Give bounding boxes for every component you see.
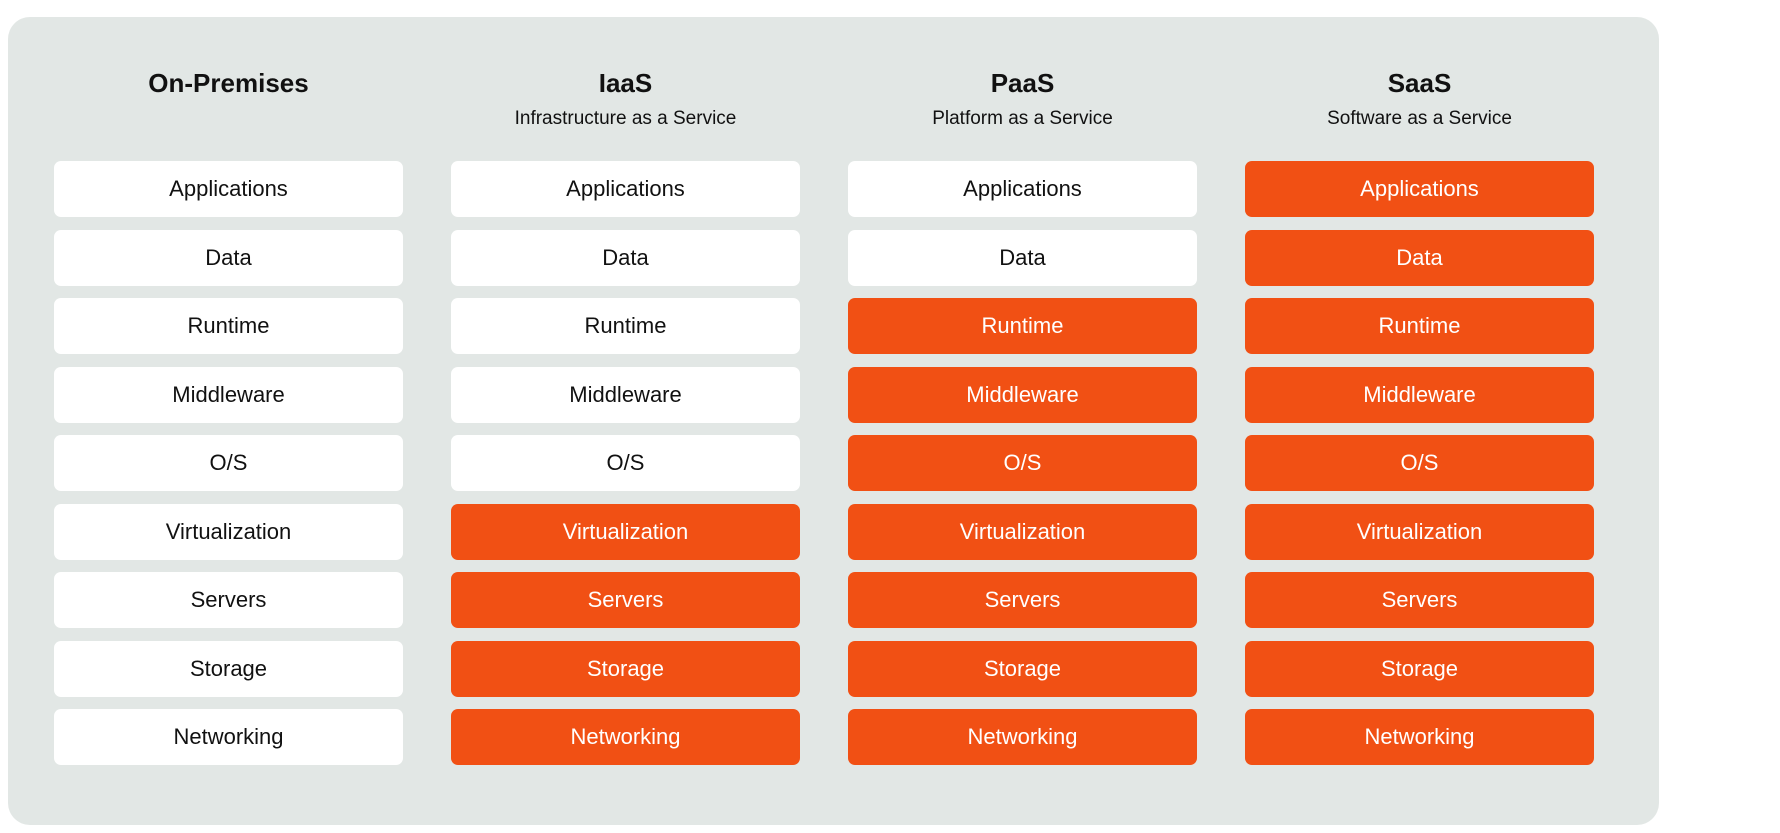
comparison-panel: On-Premises Applications Data Runtime Mi… <box>8 17 1659 825</box>
layer-networking: Networking <box>1245 709 1594 765</box>
layer-stack: Applications Data Runtime Middleware O/S… <box>451 161 800 778</box>
layer-servers: Servers <box>451 572 800 628</box>
layer-middleware: Middleware <box>1245 366 1594 423</box>
layer-runtime: Runtime <box>54 298 403 354</box>
layer-data: Data <box>54 229 403 286</box>
layer-os: O/S <box>848 435 1197 491</box>
column-title: SaaS <box>1387 68 1452 98</box>
layer-storage: Storage <box>1245 640 1594 697</box>
layer-data: Data <box>1245 229 1594 286</box>
layer-virtualization: Virtualization <box>451 503 800 560</box>
column-subtitle: Platform as a Service <box>932 108 1113 129</box>
layer-middleware: Middleware <box>54 366 403 423</box>
layer-networking: Networking <box>54 709 403 765</box>
layer-virtualization: Virtualization <box>848 503 1197 560</box>
layer-applications: Applications <box>451 161 800 217</box>
layer-networking: Networking <box>451 709 800 765</box>
layer-data: Data <box>451 229 800 286</box>
layer-virtualization: Virtualization <box>54 503 403 560</box>
layer-stack: Applications Data Runtime Middleware O/S… <box>848 161 1197 778</box>
layer-virtualization: Virtualization <box>1245 503 1594 560</box>
column-title: PaaS <box>990 68 1055 98</box>
layer-stack: Applications Data Runtime Middleware O/S… <box>54 161 403 778</box>
column-subtitle: Software as a Service <box>1327 108 1512 129</box>
layer-os: O/S <box>1245 435 1594 491</box>
layer-servers: Servers <box>1245 572 1594 628</box>
layer-servers: Servers <box>54 572 403 628</box>
layer-middleware: Middleware <box>451 366 800 423</box>
layer-runtime: Runtime <box>1245 298 1594 354</box>
layer-middleware: Middleware <box>848 366 1197 423</box>
layer-storage: Storage <box>451 640 800 697</box>
layer-storage: Storage <box>848 640 1197 697</box>
layer-runtime: Runtime <box>848 298 1197 354</box>
column-title: IaaS <box>598 68 653 98</box>
layer-runtime: Runtime <box>451 298 800 354</box>
layer-servers: Servers <box>848 572 1197 628</box>
layer-os: O/S <box>451 435 800 491</box>
layer-stack: Applications Data Runtime Middleware O/S… <box>1245 161 1594 778</box>
layer-os: O/S <box>54 435 403 491</box>
layer-networking: Networking <box>848 709 1197 765</box>
layer-storage: Storage <box>54 640 403 697</box>
layer-applications: Applications <box>54 161 403 217</box>
layer-data: Data <box>848 229 1197 286</box>
column-subtitle: Infrastructure as a Service <box>514 108 737 129</box>
layer-applications: Applications <box>1245 161 1594 217</box>
column-title: On-Premises <box>148 68 309 98</box>
layer-applications: Applications <box>848 161 1197 217</box>
